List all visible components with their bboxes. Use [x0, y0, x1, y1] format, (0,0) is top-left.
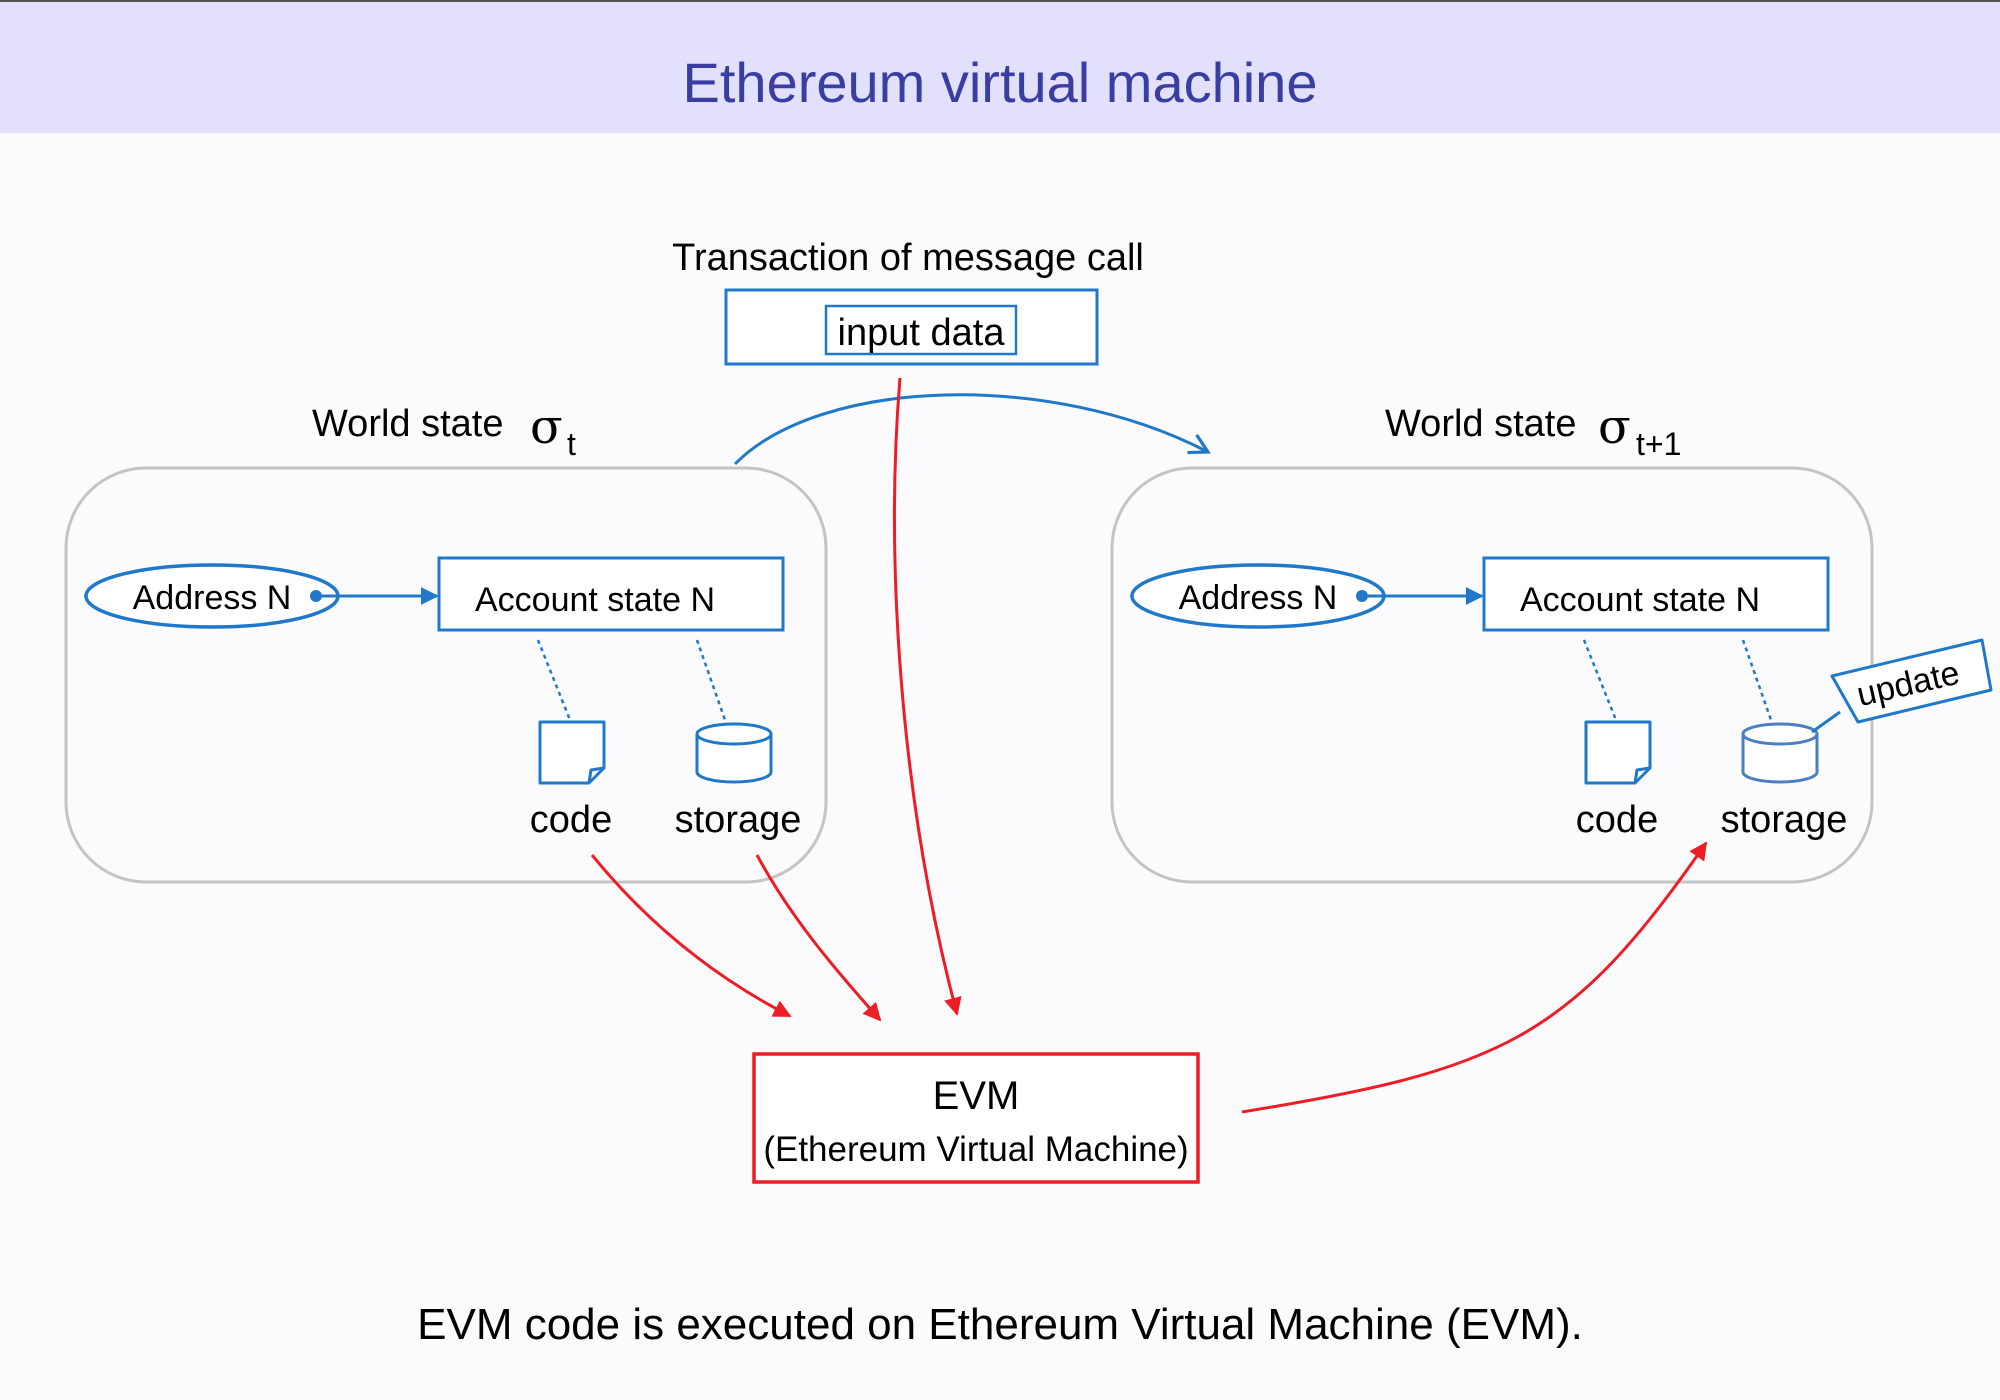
- title-band: [0, 0, 2000, 133]
- account-state-box-left: [437, 556, 785, 632]
- code-icon-left: [538, 720, 606, 785]
- evm-box: [752, 1052, 1200, 1184]
- transaction-label: Transaction of message call: [672, 237, 1144, 279]
- world-state-t-label: World state: [312, 403, 503, 445]
- address-dot-left: [310, 590, 322, 602]
- code-link-right: [1582, 639, 1618, 721]
- storage-icon-left: [695, 722, 773, 784]
- address-n-label-left: Address N: [133, 579, 292, 617]
- storage-label-right: storage: [1721, 799, 1848, 841]
- input-data-field: [824, 304, 1018, 356]
- account-state-label-right: Account state N: [1520, 581, 1760, 619]
- sigma-t1-symbol: σ: [1598, 399, 1631, 455]
- account-state-label-left: Account state N: [475, 581, 715, 619]
- code-label-left: code: [530, 799, 612, 841]
- evm-to-storage-arrow: [1241, 841, 1708, 1114]
- code-to-evm-arrow: [590, 854, 792, 1018]
- address-dot-right: [1356, 590, 1368, 602]
- code-label-right: code: [1576, 799, 1658, 841]
- slide-title: Ethereum virtual machine: [682, 51, 1318, 114]
- sigma-t1-subscript: t+1: [1636, 426, 1681, 462]
- sigma-t-symbol: σ: [530, 399, 563, 455]
- state-transition-arrow: [733, 393, 1211, 466]
- storage-link-right: [1741, 639, 1773, 721]
- storage-icon-right: [1741, 722, 1819, 784]
- slide-caption: EVM code is executed on Ethereum Virtual…: [417, 1300, 1583, 1349]
- sigma-t-subscript: t: [567, 426, 576, 462]
- world-state-t1-label: World state: [1385, 403, 1576, 445]
- address-n-label-right: Address N: [1179, 579, 1338, 617]
- code-link-left: [536, 639, 572, 721]
- account-state-box-right: [1482, 556, 1830, 632]
- input-to-evm-arrow: [893, 377, 962, 1016]
- code-icon-right: [1584, 720, 1652, 785]
- evm-subtitle: (Ethereum Virtual Machine): [763, 1130, 1188, 1169]
- storage-link-left: [695, 639, 727, 721]
- input-data-label: input data: [838, 312, 1006, 354]
- storage-to-evm-arrow: [755, 854, 882, 1022]
- evm-title: EVM: [933, 1074, 1020, 1118]
- storage-label-left: storage: [675, 799, 802, 841]
